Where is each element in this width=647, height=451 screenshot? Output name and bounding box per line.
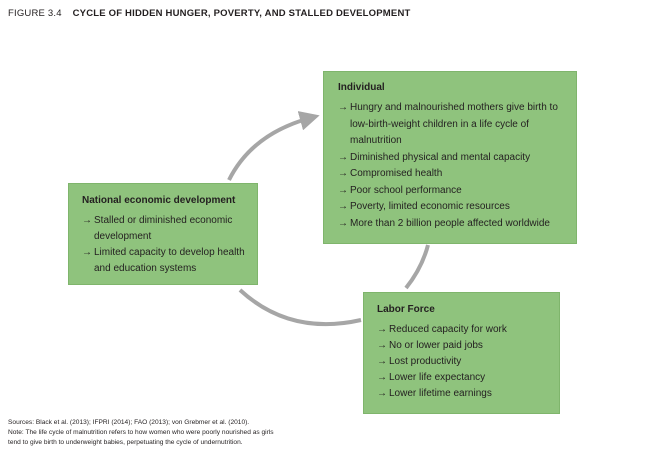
list-item: →Diminished physical and mental capacity	[338, 150, 566, 167]
right-arrow-icon: →	[377, 356, 387, 367]
labor-box: Labor Force →Reduced capacity for work →…	[363, 292, 560, 414]
right-arrow-icon: →	[377, 388, 387, 399]
individual-title: Individual	[338, 82, 385, 93]
figure-number: FIGURE 3.4	[8, 8, 62, 19]
arrow-labor-to-national	[238, 288, 362, 327]
list-item: →Lost productivity	[377, 354, 551, 370]
list-item: →Hungry and malnourished mothers give bi…	[338, 102, 558, 146]
list-item: →Lower lifetime earnings	[377, 386, 551, 402]
right-arrow-icon: →	[377, 340, 387, 351]
list-item: →Reduced capacity for work	[377, 322, 551, 338]
list-item: →Stalled or diminished economic developm…	[82, 215, 233, 242]
right-arrow-icon: →	[377, 324, 387, 335]
list-item: →Poverty, limited economic resources	[338, 199, 566, 216]
national-title: National economic development	[82, 195, 236, 206]
list-item: →Limited capacity to develop health and …	[82, 247, 245, 274]
list-item: →More than 2 billion people affected wor…	[338, 216, 566, 233]
right-arrow-icon: →	[338, 151, 348, 163]
list-item: →Compromised health	[338, 166, 566, 183]
right-arrow-icon: →	[338, 184, 348, 196]
individual-list: →Hungry and malnourished mothers give bi…	[338, 100, 566, 232]
arrow-national-to-individual	[227, 111, 320, 181]
national-list: →Stalled or diminished economic developm…	[82, 213, 249, 277]
list-item: →Poor school performance	[338, 183, 566, 200]
national-box: National economic development →Stalled o…	[68, 183, 258, 285]
figure-name: CYCLE OF HIDDEN HUNGER, POVERTY, AND STA…	[72, 8, 411, 19]
note-text-line2: tend to give birth to underweight babies…	[8, 439, 243, 446]
right-arrow-icon: →	[338, 217, 348, 229]
right-arrow-icon: →	[377, 372, 387, 383]
labor-title: Labor Force	[377, 304, 435, 315]
arrow-individual-to-labor	[404, 244, 430, 290]
right-arrow-icon: →	[82, 215, 92, 226]
right-arrow-icon: →	[82, 247, 92, 258]
sources-text: Sources: Black et al. (2013); IFPRI (201…	[8, 419, 250, 426]
figure-title: FIGURE 3.4 CYCLE OF HIDDEN HUNGER, POVER…	[8, 8, 411, 19]
list-item: →No or lower paid jobs	[377, 338, 551, 354]
labor-list: →Reduced capacity for work →No or lower …	[377, 322, 551, 402]
right-arrow-icon: →	[338, 168, 348, 179]
figure-notes: Sources: Black et al. (2013); IFPRI (201…	[8, 418, 274, 448]
right-arrow-icon: →	[338, 201, 348, 212]
right-arrow-icon: →	[338, 102, 348, 113]
note-text-line1: Note: The life cycle of malnutrition ref…	[8, 429, 274, 436]
list-item: →Lower life expectancy	[377, 370, 551, 386]
individual-box: Individual →Hungry and malnourished moth…	[323, 71, 577, 244]
